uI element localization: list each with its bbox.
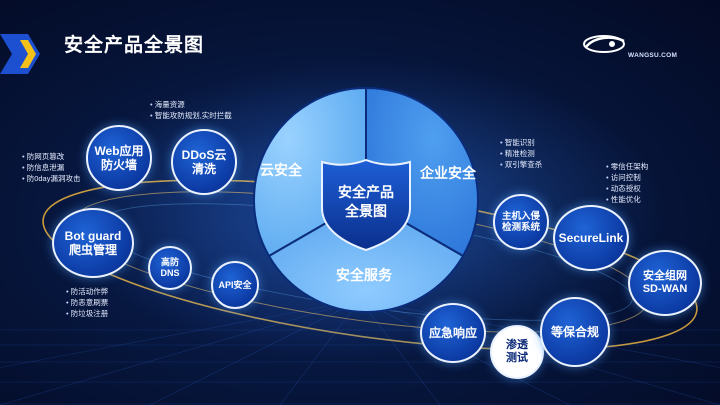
node-label: 应急响应 xyxy=(428,325,477,340)
note-item: 防垃圾注册 xyxy=(66,309,109,320)
node-label: Bot guard xyxy=(64,228,122,243)
node-label: 爬虫管理 xyxy=(68,243,117,257)
note-item: 性能优化 xyxy=(606,195,648,206)
node-label: 高防 xyxy=(160,257,179,268)
node-label: 清洗 xyxy=(191,162,216,176)
notes-securelink: 零信任架构 访问控制 动态授权 性能优化 xyxy=(606,162,649,206)
node-label: 等保合规 xyxy=(550,324,599,339)
node-securelink[interactable]: SecureLink xyxy=(553,205,629,271)
note-item: 零信任架构 xyxy=(606,162,649,173)
note-item: 海量资源 xyxy=(150,100,232,111)
notes-web-firewall: 防网页篡改 防信息泄漏 防0day漏洞攻击 xyxy=(22,152,81,185)
center-label-line1: 安全产品 xyxy=(338,184,394,200)
node-label: 测试 xyxy=(506,352,528,364)
note-item: 防网页篡改 xyxy=(22,152,80,163)
node-web-firewall[interactable]: Web应用防火墙 xyxy=(86,125,152,191)
node-label: API安全 xyxy=(218,279,252,290)
note-item: 访问控制 xyxy=(606,173,648,184)
node-label: 检测系统 xyxy=(501,222,540,233)
notes-bot-guard: 防活动作弊 防恶意刷票 防垃圾注册 xyxy=(66,287,109,320)
note-item: 双引擎查杀 xyxy=(500,160,543,171)
node-label: Web应用 xyxy=(94,143,144,158)
node-label: SecureLink xyxy=(558,230,624,245)
node-label: 主机入侵 xyxy=(501,210,540,222)
notes-enterprise: 智能识别 精准检测 双引擎查杀 xyxy=(500,138,543,171)
logo-text: WANGSU.COM xyxy=(628,52,678,59)
node-label: SD-WAN xyxy=(642,283,688,295)
node-emergency[interactable]: 应急响应 xyxy=(420,303,486,363)
note-item: 智能识别 xyxy=(500,138,542,149)
segment-label-cloud: 云安全 xyxy=(260,162,302,178)
node-label: 安全组网 xyxy=(642,269,687,282)
node-label: 渗透 xyxy=(506,338,528,351)
segment-label-service: 安全服务 xyxy=(336,267,392,283)
note-item: 防活动作弊 xyxy=(66,287,109,298)
node-pentest[interactable]: 渗透测试 xyxy=(490,325,544,379)
page-title: 安全产品全景图 xyxy=(64,35,205,56)
note-item: 防0day漏洞攻击 xyxy=(22,174,81,185)
note-item: 智能攻防规划,实时拦截 xyxy=(150,111,232,122)
notes-ddos: 海量资源 智能攻防规划,实时拦截 xyxy=(150,100,232,122)
node-compliance[interactable]: 等保合规 xyxy=(540,297,610,367)
node-host-intrusion[interactable]: 主机入侵检测系统 xyxy=(493,194,549,250)
center-shield xyxy=(321,158,411,252)
pie-segment-service xyxy=(267,198,465,313)
note-item: 防信息泄漏 xyxy=(22,163,80,174)
header-tab-mark xyxy=(0,34,40,74)
center-shield-label: 安全产品 全景图 xyxy=(322,183,410,221)
note-item: 防恶意刷票 xyxy=(66,298,109,309)
segment-label-enterprise: 企业安全 xyxy=(420,165,476,181)
center-pie xyxy=(253,86,479,313)
note-item: 动态授权 xyxy=(606,184,648,195)
center-label-line2: 全景图 xyxy=(345,202,387,219)
note-item: 精准检测 xyxy=(500,149,542,160)
node-ddos[interactable]: DDoS云清洗 xyxy=(171,129,237,195)
wangsu-logo xyxy=(583,35,625,53)
node-label: 防火墙 xyxy=(100,158,137,172)
node-api-security[interactable]: API安全 xyxy=(211,261,259,309)
node-label: DDoS云 xyxy=(181,147,227,162)
node-label: DNS xyxy=(160,268,180,278)
